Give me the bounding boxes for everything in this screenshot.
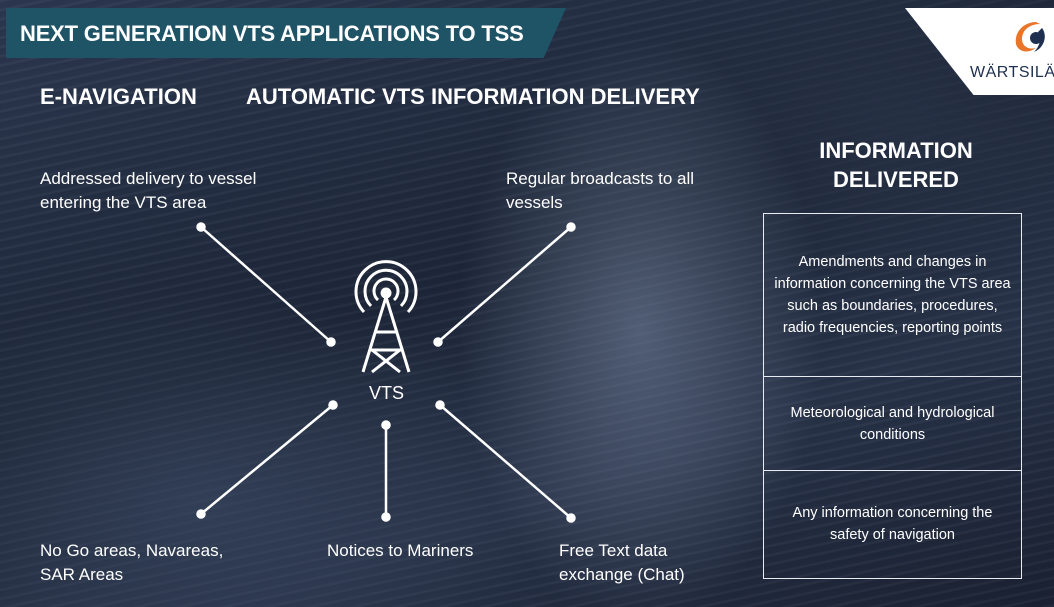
vts-center-label: VTS <box>369 383 405 403</box>
info-row-amendments: Amendments and changes in information co… <box>764 214 1021 377</box>
dot-bottom-left-inner <box>328 400 338 410</box>
info-row-meteorological: Meteorological and hydrological conditio… <box>764 377 1021 471</box>
label-regular-broadcasts: Regular broadcasts to all vessels <box>506 169 695 212</box>
label-notices-to-mariners: Notices to Mariners <box>327 541 474 560</box>
information-delivered-table: Amendments and changes in information co… <box>763 213 1022 579</box>
dot-bottom-left-outer <box>196 509 206 519</box>
dot-bottom-right-inner <box>435 400 445 410</box>
connector-bottom-left <box>200 404 334 515</box>
heading-automatic-delivery: AUTOMATIC VTS INFORMATION DELIVERY <box>246 84 700 109</box>
radio-tower-icon <box>354 260 418 374</box>
connector-bottom-right <box>439 404 572 519</box>
label-no-go-areas: No Go areas, Navareas, SAR Areas <box>40 541 224 584</box>
heading-e-navigation: E-NAVIGATION <box>40 84 197 109</box>
connector-top-right <box>437 226 572 343</box>
dot-bottom-right-outer <box>566 513 576 523</box>
label-free-text-chat: Free Text data exchange (Chat) <box>559 541 685 584</box>
dot-bottom-center-outer <box>381 512 391 522</box>
heading-information-delivered: INFORMATION DELIVERED <box>819 138 973 192</box>
dot-top-left-outer <box>196 222 206 232</box>
dot-top-right-inner <box>433 337 443 347</box>
connector-top-left <box>200 226 332 343</box>
info-row-safety: Any information concerning the safety of… <box>792 505 993 543</box>
wartsila-logo-icon <box>1015 22 1045 52</box>
dot-bottom-center-inner <box>381 420 391 430</box>
title-banner: NEXT GENERATION VTS APPLICATIONS TO TSS <box>6 8 566 58</box>
dot-top-right-outer <box>566 222 576 232</box>
dot-top-left-inner <box>326 337 336 347</box>
wartsila-logo-text: WÄRTSILÄ <box>970 64 1054 81</box>
label-addressed-delivery: Addressed delivery to vessel entering th… <box>40 169 257 212</box>
slide-title: NEXT GENERATION VTS APPLICATIONS TO TSS <box>20 21 524 46</box>
